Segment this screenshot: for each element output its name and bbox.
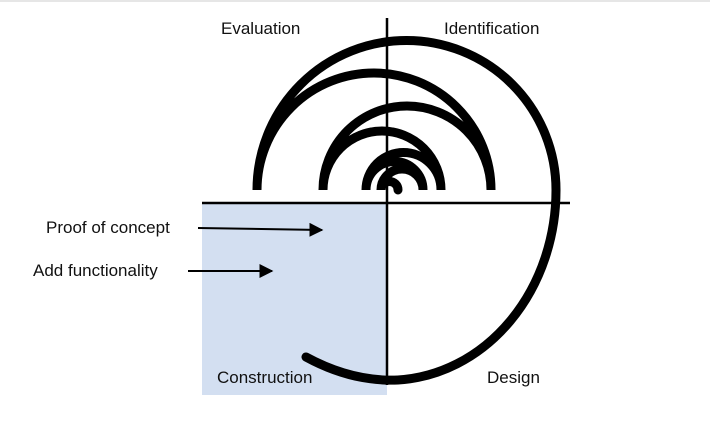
callout-proof-of-concept: Proof of concept <box>46 218 170 237</box>
callout-add-functionality: Add functionality <box>33 261 158 280</box>
spiral-icon <box>252 36 561 385</box>
quadrant-label-construction: Construction <box>217 368 313 387</box>
proof-of-concept-arrow <box>197 222 324 237</box>
quadrant-label-evaluation: Evaluation <box>221 19 301 38</box>
quadrant-label-identification: Identification <box>444 19 540 38</box>
construction-quadrant-highlight <box>202 203 387 395</box>
top-divider <box>0 0 710 2</box>
quadrant-label-design: Design <box>487 368 540 387</box>
